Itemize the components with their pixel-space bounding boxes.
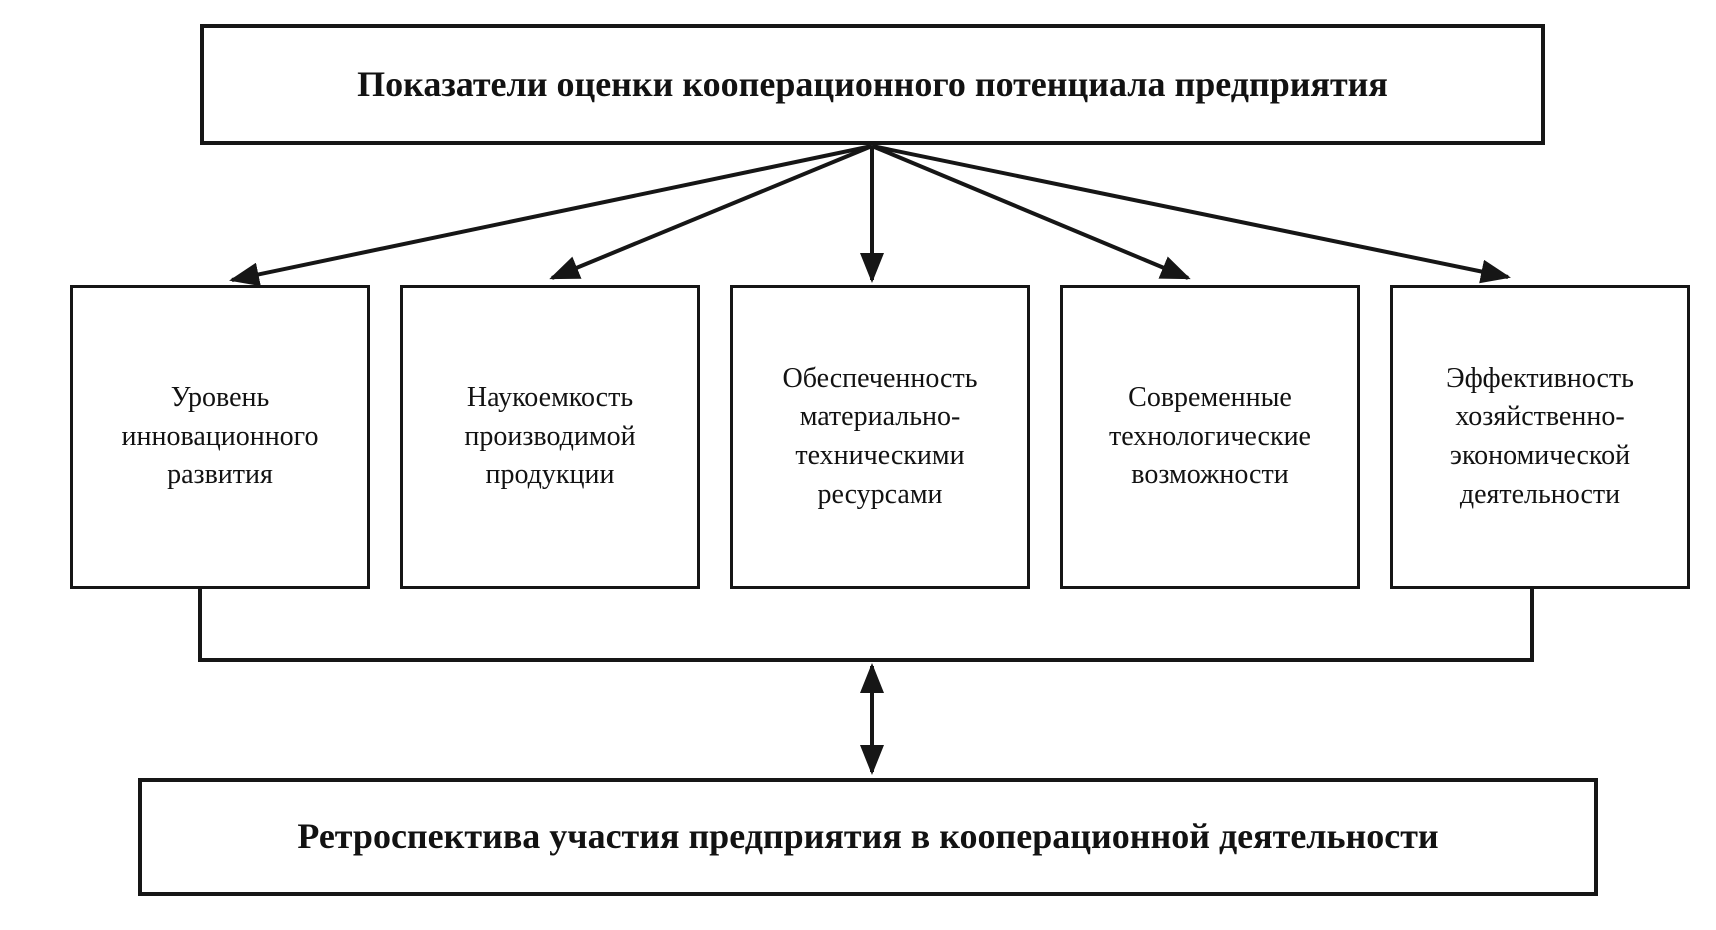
factor-box-innovation-level: Уровень инновационного развития xyxy=(70,285,370,589)
arrow-to-factor-1 xyxy=(229,144,873,287)
factor-box-material-resources: Обеспеченность материально-техническими … xyxy=(730,285,1030,589)
collector-line xyxy=(198,588,1534,662)
arrow-to-factor-4 xyxy=(871,144,1191,280)
factor-label: Эффективность хозяйственно-экономической… xyxy=(1446,362,1634,510)
factor-box-technological-capabilities: Современные технологические возможности xyxy=(1060,285,1360,589)
factor-box-science-intensity: Наукоемкость производимой продукции xyxy=(400,285,700,589)
factor-box-economic-efficiency: Эффективность хозяйственно-экономической… xyxy=(1390,285,1690,589)
factor-label: Наукоемкость производимой продукции xyxy=(464,382,636,491)
arrow-to-factor-2 xyxy=(549,144,873,280)
factor-label: Обеспеченность материально-техническими … xyxy=(782,362,978,510)
factor-label: Уровень инновационного развития xyxy=(121,382,319,491)
factor-label: Современные технологические возможности xyxy=(1108,382,1311,491)
arrow-to-factor-5 xyxy=(871,144,1511,284)
retrospective-box: Ретроспектива участия предприятия в кооп… xyxy=(138,778,1598,896)
title-box-label: Показатели оценки кооперационного потенц… xyxy=(357,63,1388,104)
title-box: Показатели оценки кооперационного потенц… xyxy=(200,24,1545,145)
retrospective-box-label: Ретроспектива участия предприятия в кооп… xyxy=(297,816,1439,857)
